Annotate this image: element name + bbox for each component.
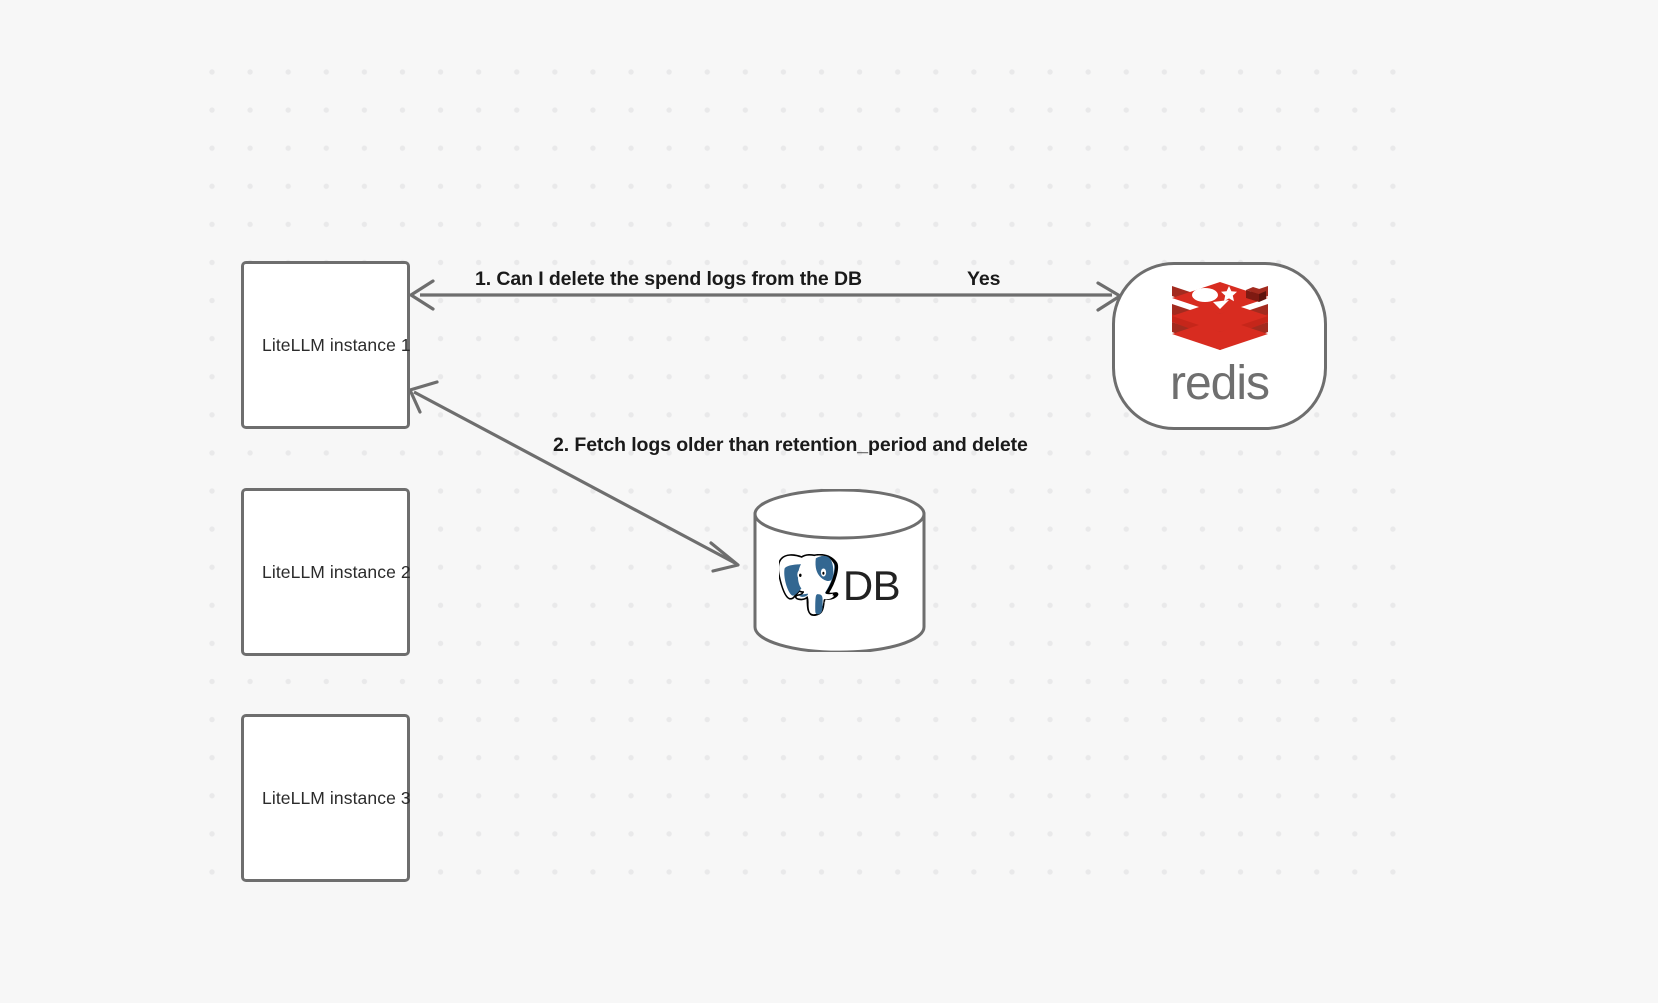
node-database[interactable]: DB <box>752 489 927 652</box>
node-redis[interactable]: redis <box>1112 262 1327 430</box>
edge-label-step-2: 2. Fetch logs older than retention_perio… <box>553 434 1028 456</box>
redis-stack-icon <box>1171 282 1268 350</box>
node-label-litellm-2: LiteLLM instance 2 <box>262 561 411 582</box>
edge-label-step-1: 1. Can I delete the spend logs from the … <box>475 268 862 290</box>
edge-label-yes: Yes <box>967 268 1001 290</box>
postgresql-elephant-icon <box>778 553 839 616</box>
db-label: DB <box>842 561 901 609</box>
node-litellm-instance-2[interactable]: LiteLLM instance 2 <box>241 488 411 656</box>
redis-logo-icon: redis <box>1167 282 1273 408</box>
node-litellm-instance-1[interactable]: LiteLLM instance 1 <box>241 261 411 429</box>
node-label-litellm-3: LiteLLM instance 3 <box>262 787 411 808</box>
db-logo-and-label: DB <box>752 533 927 638</box>
node-label-litellm-1: LiteLLM instance 1 <box>262 334 411 355</box>
edge-litellm1-to-db <box>408 380 740 573</box>
node-litellm-instance-3[interactable]: LiteLLM instance 3 <box>241 714 411 882</box>
redis-wordmark: redis <box>1169 357 1270 410</box>
cylinder-shape <box>753 489 926 652</box>
